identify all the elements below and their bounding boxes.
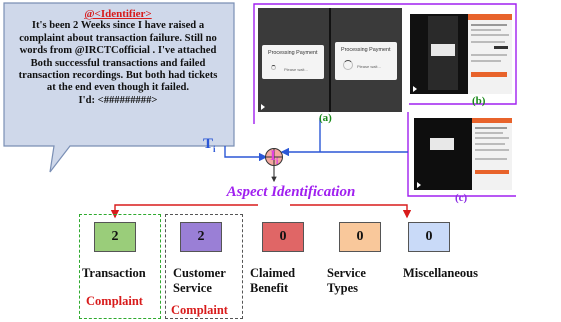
image-input-subscript: i (275, 156, 279, 166)
category-tag-customer-service: Complaint (171, 303, 228, 317)
image-input-symbol: I (270, 148, 276, 164)
tweet-speech-bubble (3, 2, 235, 173)
category-count: 0 (425, 229, 433, 244)
category-count: 2 (111, 229, 119, 244)
panel-label-c: (c) (455, 192, 468, 204)
transaction-group-highlight (79, 214, 161, 319)
screenshot-b (410, 14, 512, 94)
tweet-line: It's been 2 Weeks since I have raised a (31, 20, 205, 32)
category-label-customer-service: Customer Service (173, 266, 226, 295)
category-label-line: Benefit (250, 280, 289, 295)
category-label-line: Types (327, 280, 359, 295)
screenshot-a: Processing Payment Please wait... Proces… (258, 8, 402, 112)
category-box-transaction: 2 (94, 222, 136, 252)
image-frame (253, 3, 517, 197)
tweet-text: @<Identifier> It's been 2 Weeks since I … (14, 8, 222, 107)
category-box-miscellaneous: 0 (408, 222, 450, 252)
spinner-icon (271, 65, 276, 70)
selection-arrow-right (290, 204, 412, 219)
category-tag-transaction: Complaint (86, 294, 143, 308)
play-icon (417, 182, 421, 188)
category-box-service-types: 0 (339, 222, 381, 252)
play-icon (261, 104, 265, 110)
dialog-subtitle: Please wait... (357, 64, 381, 69)
text-arrow (224, 146, 268, 162)
screenshot-c (414, 118, 512, 190)
tweet-line: Both successful transactions and failed (30, 57, 206, 69)
text-input-symbol: T (203, 136, 214, 152)
processing-dialog-right: Processing Payment Please wait... (335, 42, 397, 80)
processing-dialog-left: Processing Payment Please wait... (262, 45, 324, 79)
category-label-transaction: Transaction (82, 266, 146, 281)
category-label-line: Service (327, 266, 366, 280)
category-box-claimed-benefit: 0 (262, 222, 304, 252)
text-input-subscript: i (213, 144, 216, 154)
panel-label-b: (b) (472, 95, 486, 107)
category-count: 0 (356, 229, 364, 244)
fusion-node (265, 148, 283, 166)
play-icon (413, 86, 417, 92)
tweet-line: I'd: <#########> (78, 94, 158, 106)
tweet-identifier: @<Identifier> (84, 8, 152, 20)
category-label-line: Claimed (250, 266, 296, 280)
text-input-label: Ti (203, 136, 216, 154)
tweet-line: words from @IRCTCofficial . I've attache… (19, 45, 217, 57)
dialog-title: Processing Payment (268, 50, 318, 56)
category-label-line: Service (173, 280, 212, 295)
category-label-service-types: Service Types (327, 266, 366, 295)
category-label-line: Transaction (82, 266, 146, 280)
dialog-subtitle: Please wait... (284, 67, 308, 72)
category-label-claimed-benefit: Claimed Benefit (250, 266, 295, 295)
aspect-identification-title: Aspect Identification (226, 184, 356, 200)
category-count: 0 (279, 229, 287, 244)
category-count: 2 (197, 229, 205, 244)
image-input-label: Ii (270, 148, 278, 166)
customer-service-group-highlight (165, 214, 243, 319)
tweet-line: transaction recordings. But both had tic… (18, 70, 218, 82)
tweet-line: complaint about transaction failure. Sti… (19, 32, 217, 44)
category-label-line: Customer (173, 266, 226, 280)
spinner-icon (343, 60, 353, 70)
panel-label-a: (a) (319, 112, 332, 124)
category-label-line: Miscellaneous (403, 266, 478, 280)
selection-arrow-left (110, 204, 258, 219)
category-label-miscellaneous: Miscellaneous (403, 266, 478, 281)
category-box-customer-service: 2 (180, 222, 222, 252)
tweet-line: at the end even though it failed. (46, 82, 190, 94)
dialog-title: Processing Payment (341, 47, 391, 53)
